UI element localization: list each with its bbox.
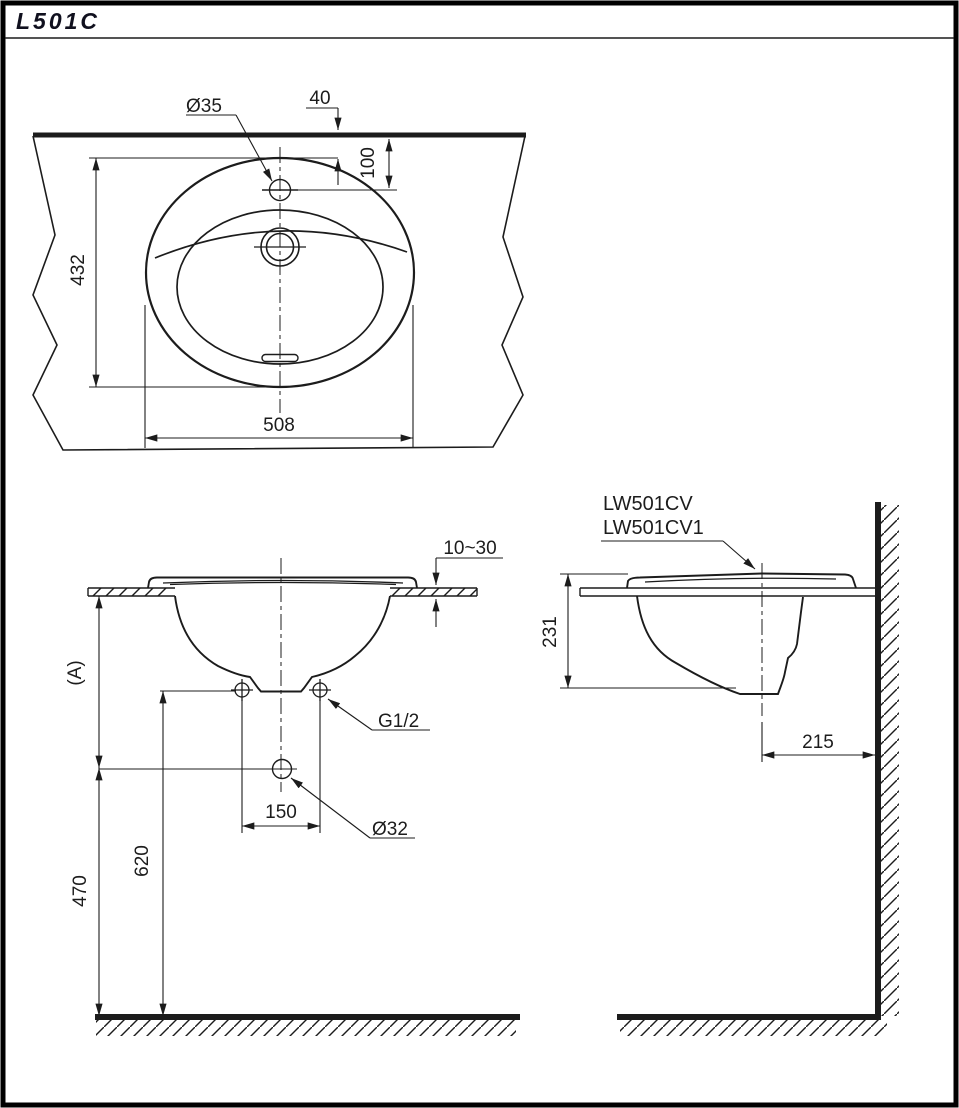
dim-A-label: (A) <box>65 660 86 685</box>
front-view-floor <box>95 1014 520 1036</box>
side-view <box>560 502 899 1036</box>
dim-432-label: 432 <box>68 254 89 286</box>
front-view-counter <box>87 587 478 597</box>
side-view-wall <box>875 502 899 1019</box>
side-rim-inner-edge <box>644 577 837 583</box>
side-view-counter <box>579 587 875 597</box>
front-rim-profile <box>147 576 418 589</box>
model-variant-1-label: LW501CV <box>603 493 693 515</box>
basin-opening-edge-arc <box>154 230 408 259</box>
supply-hole-left <box>231 679 253 701</box>
side-view-floor <box>617 1014 887 1036</box>
model-variant-2-label: LW501CV1 <box>603 517 704 539</box>
front-rim-inner-edge <box>162 579 404 586</box>
dim-231-label: 231 <box>540 616 561 648</box>
side-view-basin <box>626 563 857 716</box>
top-view-dimensions <box>89 107 414 448</box>
top-view-basin <box>144 147 416 413</box>
dim-150-label: 150 <box>265 802 297 823</box>
dim-620-label: 620 <box>132 845 153 877</box>
front-bowl-profile <box>174 595 391 693</box>
dim-215-label: 215 <box>802 732 834 753</box>
side-bowl-profile <box>636 595 804 695</box>
drawing-title: L501C <box>16 8 100 34</box>
side-view-dimensions <box>560 540 876 762</box>
dim-faucet-hole-label: Ø35 <box>186 96 222 117</box>
dim-508-label: 508 <box>263 415 295 436</box>
dim-100-label: 100 <box>358 147 379 179</box>
drain-diameter-label: Ø32 <box>372 819 408 840</box>
front-view-basin <box>147 558 418 792</box>
dim-470-label: 470 <box>70 875 91 907</box>
front-view <box>87 557 520 1036</box>
dim-counter-thickness-label: 10~30 <box>443 538 496 559</box>
top-view-counter-outline <box>32 135 526 451</box>
supply-thread-label: G1/2 <box>378 711 419 732</box>
top-view <box>32 107 526 451</box>
front-view-dimensions <box>95 557 503 1017</box>
dim-40-label: 40 <box>309 88 330 109</box>
supply-hole-right <box>309 679 331 701</box>
